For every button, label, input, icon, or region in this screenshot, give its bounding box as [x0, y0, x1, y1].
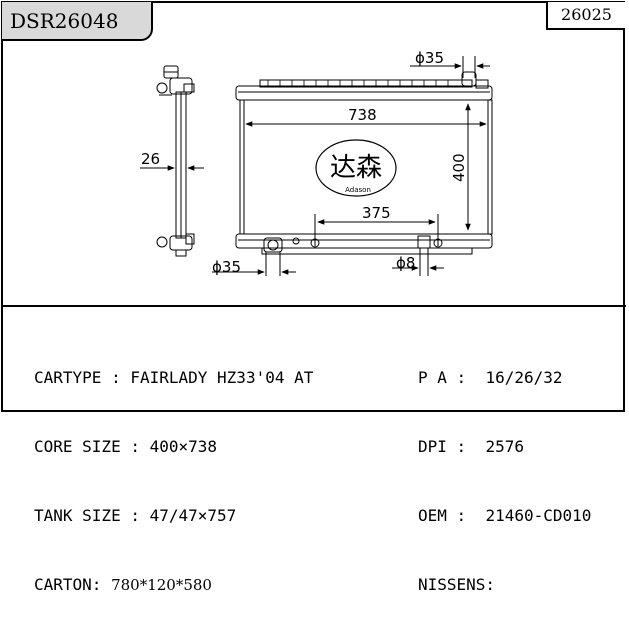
top-inlet-value: 35 [425, 49, 444, 67]
side-inlet [183, 83, 195, 93]
section-divider [1, 305, 626, 307]
front-view [235, 71, 493, 255]
model-code-tab: DSR26048 [2, 2, 153, 41]
spec-oem: OEM : 21460-CD010 [418, 506, 592, 525]
bottom-outlet-diameter: ϕ35 [212, 258, 241, 276]
fitting-dimension [392, 248, 444, 276]
spec-value: 400×738 [149, 437, 218, 456]
bottom-tank-ribs [261, 247, 473, 255]
logo-chinese: 达森 [330, 153, 382, 183]
spec-label: NISSENS: [418, 575, 496, 594]
document-frame [1, 1, 625, 412]
side-hose-top [156, 82, 168, 94]
spec-cartype: CARTYPE : FAIRLADY HZ33'04 AT [34, 368, 314, 387]
side-depth-label: 26 [141, 150, 160, 168]
bottom-outlet-pipe [263, 237, 283, 253]
spec-dpi: DPI : 2576 [418, 437, 524, 456]
spec-tank-size: TANK SIZE : 47/47×757 [34, 506, 237, 525]
spec-value: 21460-CD010 [485, 506, 592, 525]
top-inlet-diameter: ϕ35 [415, 49, 444, 67]
side-hose-bottom [156, 236, 168, 248]
model-code: DSR26048 [10, 9, 119, 33]
top-inlet-dimension [410, 56, 490, 78]
drain-plug [292, 237, 300, 245]
spec-label: CORE SIZE [34, 437, 131, 456]
logo-brand: Adason [345, 186, 371, 194]
reference-number-tab: 26025 [546, 2, 625, 30]
mount-span-label: 375 [362, 204, 391, 222]
spec-nissens: NISSENS: [418, 573, 591, 596]
side-top-tank [169, 77, 193, 95]
radiator-drawing: 26 738 [140, 49, 493, 276]
specs-left-column: CARTYPE : FAIRLADY HZ33'04 AT CORE SIZE … [34, 320, 313, 619]
bottom-outlet-dimension [212, 252, 296, 276]
side-view [156, 65, 195, 257]
fitting-value: 8 [406, 254, 416, 272]
spec-value: 780*120*580 [111, 576, 212, 594]
spec-value: 47/47×757 [149, 506, 237, 525]
spec-value: 16/26/32 [485, 368, 563, 387]
spec-value: 2576 [485, 437, 524, 456]
rib-hatching [267, 80, 449, 86]
spec-carton: CARTON: 780*120*580 [34, 573, 313, 596]
width-label: 738 [348, 106, 377, 124]
specs-right-column: P A : 16/26/32 DPI : 2576 OEM : 21460-CD… [418, 320, 591, 619]
top-tank-ribs [259, 79, 473, 88]
top-inlet-pipe [461, 71, 477, 87]
bottom-tank [235, 233, 493, 249]
spec-label: CARTYPE [34, 368, 112, 387]
spec-label: DPI [418, 437, 457, 456]
spec-label: TANK SIZE [34, 506, 131, 525]
spec-value: FAIRLADY HZ33'04 AT [130, 368, 314, 387]
top-tank [235, 85, 493, 101]
reference-number: 26025 [561, 5, 612, 24]
bottom-fitting [417, 235, 431, 249]
height-label: 400 [450, 153, 468, 182]
spec-label: OEM [418, 506, 457, 525]
spec-label: P A [418, 368, 457, 387]
mount-span-dimension [314, 214, 439, 246]
bottom-outlet-value: 35 [222, 258, 241, 276]
fitting-diameter: ϕ8 [396, 254, 415, 272]
company-logo: 达森 Adason [315, 139, 397, 197]
spec-core-size: CORE SIZE : 400×738 [34, 437, 218, 456]
spec-pa: P A : 16/26/32 [418, 368, 563, 387]
filler-neck [475, 79, 489, 89]
spec-label: CARTON: [34, 575, 102, 594]
